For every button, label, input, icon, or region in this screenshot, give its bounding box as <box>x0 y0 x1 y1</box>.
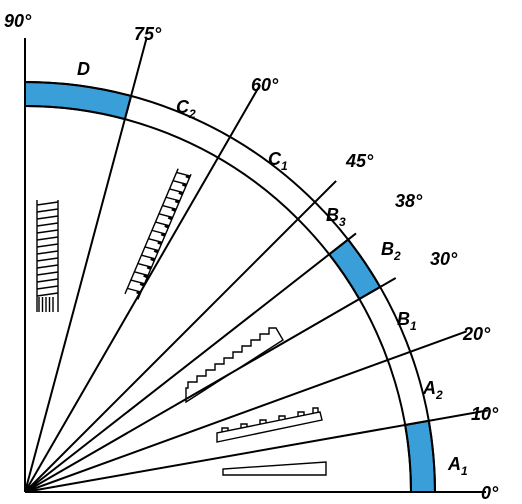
angle-label-38: 38° <box>395 191 423 211</box>
stepped-ramp-icon <box>216 407 323 443</box>
angle-label-0: 0° <box>481 483 499 503</box>
zone-label-b3: B3 <box>326 205 346 229</box>
ray-75deg <box>24 37 148 493</box>
ray-38deg <box>24 232 357 493</box>
ray-10deg <box>24 409 489 493</box>
zone-label-b2: B2 <box>381 239 401 263</box>
zone-label-a1: A1 <box>447 454 468 478</box>
angle-label-75: 75° <box>134 24 162 44</box>
angle-label-45: 45° <box>345 151 374 171</box>
ray-45deg <box>24 180 337 493</box>
angle-label-30: 30° <box>430 249 458 269</box>
ship-ladder-icon <box>124 168 192 300</box>
stairs-icon <box>185 327 284 404</box>
angle-label-90: 90° <box>4 11 32 31</box>
zone-label-c1: C1 <box>268 149 288 173</box>
angle-label-10: 10° <box>471 404 499 424</box>
ladder-icon <box>36 200 59 312</box>
zone-label-d: D <box>77 59 90 79</box>
zone-label-b1: B1 <box>397 309 417 333</box>
ray-20deg <box>24 330 468 493</box>
zone-label-a2: A2 <box>422 378 443 402</box>
angle-label-20: 20° <box>462 324 491 344</box>
zone-label-c2: C2 <box>176 97 196 121</box>
angle-label-60: 60° <box>251 75 279 95</box>
ray-30deg <box>24 277 397 493</box>
ramp-icon <box>222 461 327 476</box>
angle-rays <box>24 37 489 493</box>
zone-d-highlight <box>24 80 133 121</box>
